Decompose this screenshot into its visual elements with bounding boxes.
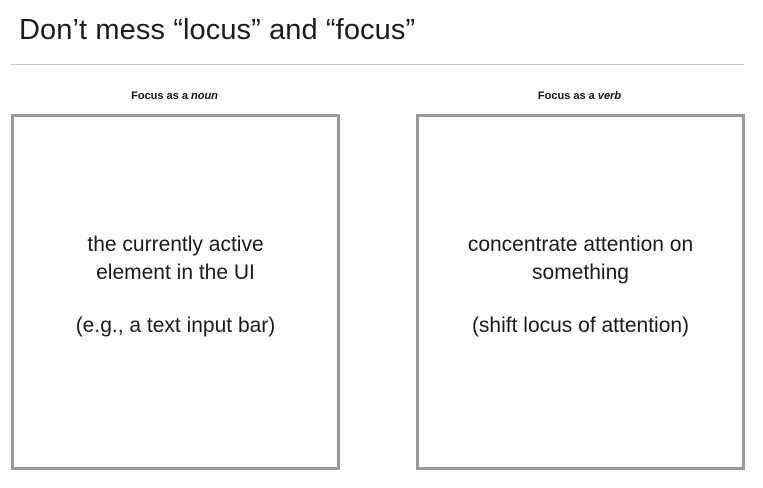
noun-definition: the currently active element in the UI (14, 231, 337, 287)
noun-caption-prefix: Focus as a (131, 90, 192, 102)
noun-caption: Focus as a noun (11, 90, 338, 102)
verb-definition: concentrate attention on something (419, 231, 742, 287)
verb-caption-emphasis: verb (597, 90, 622, 102)
slide-title: Don’t mess “locus” and “focus” (19, 14, 416, 46)
noun-definition-line1: the currently active (87, 233, 264, 256)
verb-caption-prefix: Focus as a (537, 90, 598, 102)
noun-definition-box: the currently active element in the UI (… (11, 114, 340, 470)
noun-example: (e.g., a text input bar) (75, 314, 276, 337)
verb-definition-box: concentrate attention on something (shif… (416, 114, 745, 470)
verb-definition-line1: concentrate attention on (467, 233, 694, 256)
verb-caption: Focus as a verb (416, 90, 743, 102)
verb-example: (shift locus of attention) (471, 314, 690, 337)
noun-caption-emphasis: noun (191, 90, 218, 102)
verb-definition-line2: something (532, 261, 629, 284)
title-divider (11, 64, 744, 65)
noun-definition-line2: element in the UI (96, 261, 255, 284)
